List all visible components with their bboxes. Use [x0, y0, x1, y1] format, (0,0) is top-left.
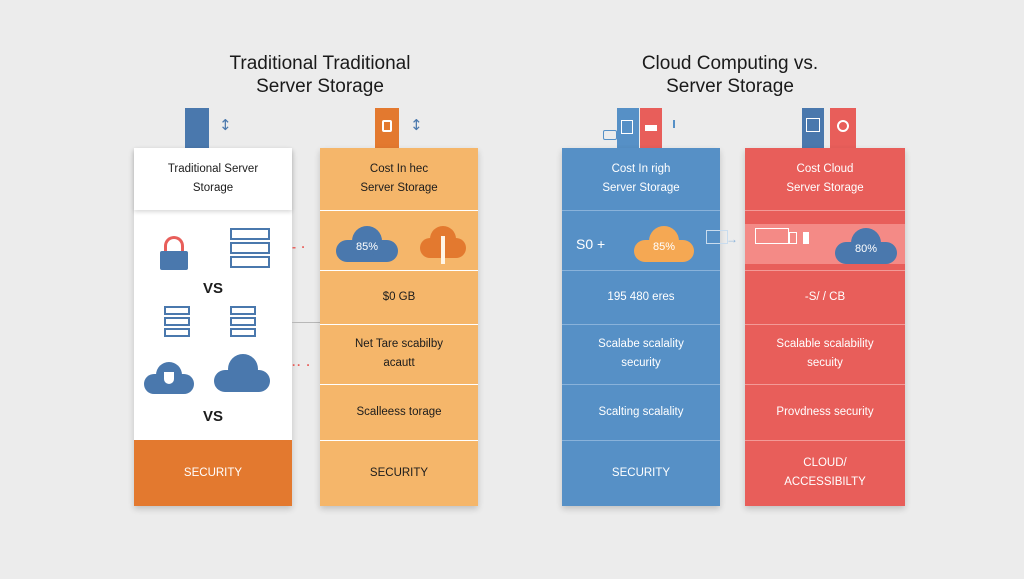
traditional-vs-bottom: VS — [202, 407, 223, 425]
server-icon — [230, 228, 270, 268]
traditional-header: Traditional Server Storage — [134, 148, 292, 210]
cloud-icon — [214, 354, 270, 392]
cloud-blue-header-line2: Server Storage — [602, 182, 680, 194]
cloud-red-row-scalable-line1: Scalable scalability — [776, 338, 874, 350]
cloud-red-footer: CLOUD/ ACCESSIBILTY — [745, 440, 905, 506]
right-heading-line1: Cloud Computing vs. — [641, 53, 819, 74]
plug-icon — [803, 232, 809, 244]
cloud-red-footer-line2: ACCESSIBILTY — [784, 476, 866, 488]
cloud-red-divider-4 — [745, 384, 905, 385]
cloud-blue-divider-2 — [562, 270, 720, 271]
server-small-icon — [164, 306, 190, 338]
server-blue-tab-icon — [802, 108, 824, 148]
cost-row-scale: Scalleess torage — [356, 405, 442, 418]
cloud-blue-divider-1 — [562, 210, 720, 211]
cost-row-gb: $0 GB — [382, 290, 416, 303]
cloud-red-row-prov: Provdness security — [776, 405, 874, 418]
cost-header-line1: Cost In hec — [369, 163, 429, 175]
traditional-footer: SECURITY — [134, 440, 292, 506]
traditional-header-line2: Storage — [192, 182, 234, 194]
cloud-red-header: Cost Cloud Server Storage — [745, 148, 905, 210]
cloud-red-footer-line1: CLOUD/ — [803, 457, 847, 469]
cloud-red-row-scalable-line2: secuity — [807, 357, 843, 369]
cost-badge-label: 85% — [355, 241, 379, 253]
traditional-header-line1: Traditional Server — [167, 163, 259, 175]
cloud-blue-row-scalable-line2: security — [621, 357, 661, 369]
cloud-red-tab-icon — [640, 108, 662, 148]
cloud-blue-divider-3 — [562, 324, 720, 325]
connector-dash-1: - · — [292, 240, 307, 254]
cloud-red-divider-5 — [745, 440, 905, 441]
cost-footer: SECURITY — [369, 466, 429, 479]
cloud-blue-row-scalable: Scalabe scalality security — [562, 324, 720, 384]
cloud-red-header-line1: Cost Cloud — [796, 163, 854, 175]
cloud-blue-header: Cost In righ Server Storage — [562, 148, 720, 210]
lock-icon — [160, 236, 188, 270]
traditional-vs-top: VS — [202, 279, 223, 297]
cost-row-net-line2: acautt — [383, 357, 415, 369]
cloud-blue-tab-icon — [617, 108, 639, 148]
cloud-red-divider-2 — [745, 270, 905, 271]
cloud-blue-divider-4 — [562, 384, 720, 385]
cost-divider-1 — [320, 210, 478, 211]
left-heading-line2: Server Storage — [256, 76, 384, 97]
traditional-tab-icon — [185, 108, 209, 148]
right-heading: Cloud Computing vs. Server Storage — [600, 52, 860, 98]
right-heading-line2: Server Storage — [666, 76, 794, 97]
connector-dash-2: ·· · — [292, 358, 312, 372]
cost-row-net: Net Tare scabilby acautt — [320, 324, 478, 384]
swap-vertical-icon: ↕ — [219, 116, 232, 134]
arrow-right-icon: → — [726, 232, 738, 246]
cost-divider-2 — [320, 270, 478, 271]
cost-divider-4 — [320, 384, 478, 385]
cost-divider-5 — [320, 440, 478, 441]
connector-line-1 — [292, 322, 320, 323]
cloud-shield-icon — [144, 360, 194, 394]
server-rack-icon-2 — [789, 232, 797, 244]
cloud-blue-row-scaling: Scalting scalality — [598, 405, 684, 418]
cloud-blue-column: Cost In righ Server Storage S0 + 85% 195… — [562, 148, 720, 506]
cost-row-net-line1: Net Tare scabilby — [355, 338, 443, 350]
server-rack-icon — [755, 228, 789, 244]
cloud-red-row-gb: -S/ / CB — [804, 290, 846, 303]
small-mark-icon — [673, 120, 675, 128]
cloud-plug-icon — [420, 226, 466, 266]
cloud-blue-row-gb: 195 480 eres — [607, 290, 675, 303]
cost-tab-icon — [375, 108, 399, 148]
cloud-blue-row-scalable-line1: Scalabe scalality — [598, 338, 684, 350]
cloud-red-badge-label: 80% — [854, 243, 878, 255]
cloud-badge-icon-2: 85% — [634, 226, 694, 262]
cloud-blue-price-label: S0 + — [576, 236, 606, 252]
server-small-icon-2 — [230, 306, 256, 338]
connector-arrow-icon — [706, 230, 728, 244]
cost-divider-3 — [320, 324, 478, 325]
cost-header: Cost In hec Server Storage — [320, 148, 478, 210]
cloud-blue-badge-label: 85% — [652, 241, 676, 253]
cloud-badge-icon: 85% — [336, 226, 398, 262]
cloud-badge-icon-3: 80% — [835, 228, 897, 264]
left-heading-line1: Traditional Traditional — [229, 53, 411, 74]
cost-column: Cost In hec Server Storage 85% $0 GB Net… — [320, 148, 478, 506]
cloud-red-divider-3 — [745, 324, 905, 325]
cloud-red-row-scalable: Scalable scalability secuity — [745, 324, 905, 384]
left-heading: Traditional Traditional Server Storage — [190, 52, 450, 98]
traditional-column: Traditional Server Storage VS VS SECURIT… — [134, 148, 292, 506]
monitor-icon — [603, 130, 617, 140]
cloud-blue-divider-5 — [562, 440, 720, 441]
cloud-red-divider-1 — [745, 210, 905, 211]
cost-header-line2: Server Storage — [360, 182, 438, 194]
server-red-tab-icon — [830, 108, 856, 148]
cloud-blue-footer: SECURITY — [611, 466, 671, 479]
cloud-red-column: Cost Cloud Server Storage 80% -S/ / CB S… — [745, 148, 905, 506]
cloud-blue-header-line1: Cost In righ — [611, 163, 671, 175]
swap-vertical-icon-2: ↕ — [410, 116, 423, 134]
cloud-red-header-line2: Server Storage — [786, 182, 864, 194]
